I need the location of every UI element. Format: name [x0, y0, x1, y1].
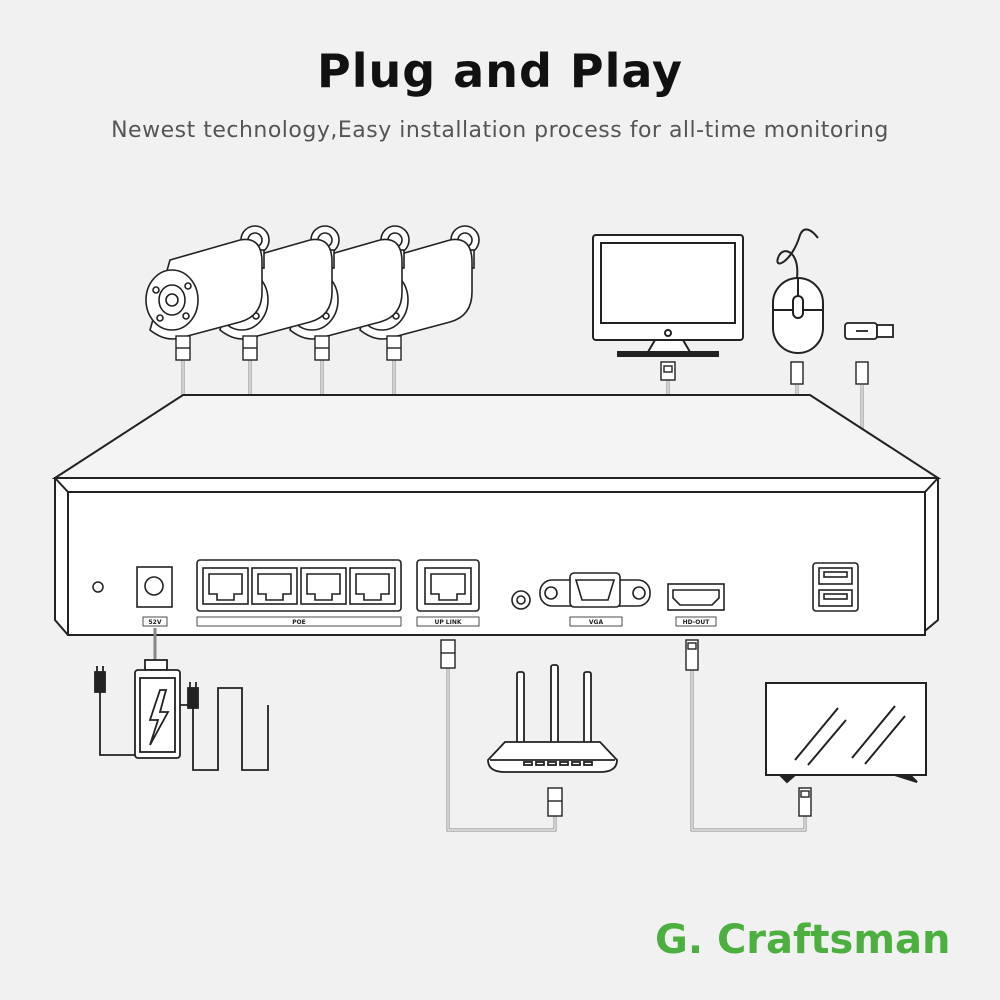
hdmi-plugs	[685, 639, 812, 817]
uplink-port	[416, 559, 480, 612]
brand-logo: G. Craftsman	[655, 917, 951, 963]
vga-port-label: VGA	[589, 619, 604, 626]
router-plugs	[440, 639, 563, 817]
hdout-port-label: HD-OUT	[683, 619, 711, 626]
port-labels: 52V POE UP LINK VGA HD-OUT	[142, 616, 717, 627]
monitor-icon	[592, 234, 744, 357]
router-icon	[487, 664, 618, 773]
page-subtitle: Newest technology,Easy installation proc…	[111, 118, 889, 143]
power-port	[136, 566, 173, 608]
vga-port	[539, 572, 651, 608]
audio-jack	[511, 590, 531, 610]
hdmi-port	[667, 583, 725, 611]
tv-icon	[765, 682, 927, 784]
poe-port-label: POE	[292, 619, 306, 626]
bullet-camera-icon	[145, 225, 270, 340]
poe-ports	[196, 559, 402, 612]
hdmi-cable	[690, 670, 807, 832]
page-title: Plug and Play	[317, 44, 683, 98]
uplink-port-label: UP LINK	[434, 619, 461, 626]
power-adapter-icon	[94, 628, 269, 771]
reset-hole	[92, 581, 104, 593]
mouse-icon	[772, 228, 824, 354]
usb-ports	[812, 562, 859, 612]
power-port-label: 52V	[149, 619, 162, 626]
nvr-box	[51, 394, 942, 636]
router-cable	[446, 668, 557, 832]
usb-drive-icon	[844, 322, 894, 340]
